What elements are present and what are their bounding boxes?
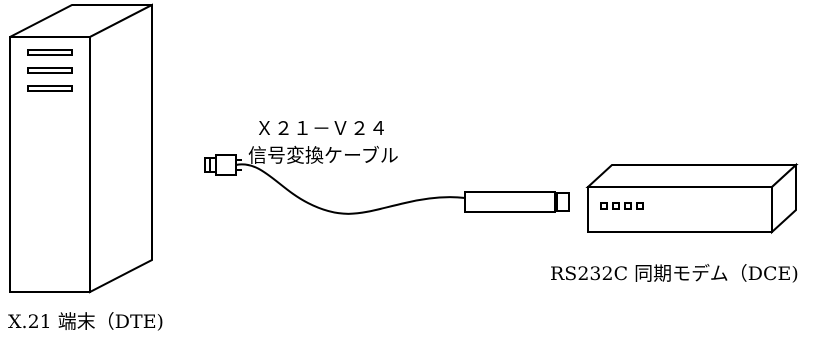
dce-modem-box <box>585 162 799 235</box>
cable-label-line2: 信号変換ケーブル <box>248 144 399 167</box>
dte-label: X.21 端末（DTE) <box>8 311 164 333</box>
cable-label-line1: Ｘ２１－Ｖ２４ <box>255 118 388 140</box>
cable-connector-left-body <box>215 154 237 176</box>
modem-indicator-lights <box>600 202 644 210</box>
drive-slot-2 <box>27 67 73 74</box>
modem-indicator-light <box>636 202 644 210</box>
dce-label: RS232C 同期モデム（DCE) <box>550 263 799 285</box>
drive-slot-1 <box>27 49 73 56</box>
modem-indicator-light <box>624 202 632 210</box>
cable-wire <box>235 163 466 215</box>
modem-indicator-light <box>600 202 608 210</box>
cable-connector-right-plug <box>556 192 570 212</box>
cable-connector-right-body <box>464 191 556 213</box>
drive-slot-3 <box>27 85 73 92</box>
x21-v24-conversion-cable <box>204 154 570 215</box>
modem-indicator-light <box>612 202 620 210</box>
dte-terminal-tower <box>9 3 153 294</box>
